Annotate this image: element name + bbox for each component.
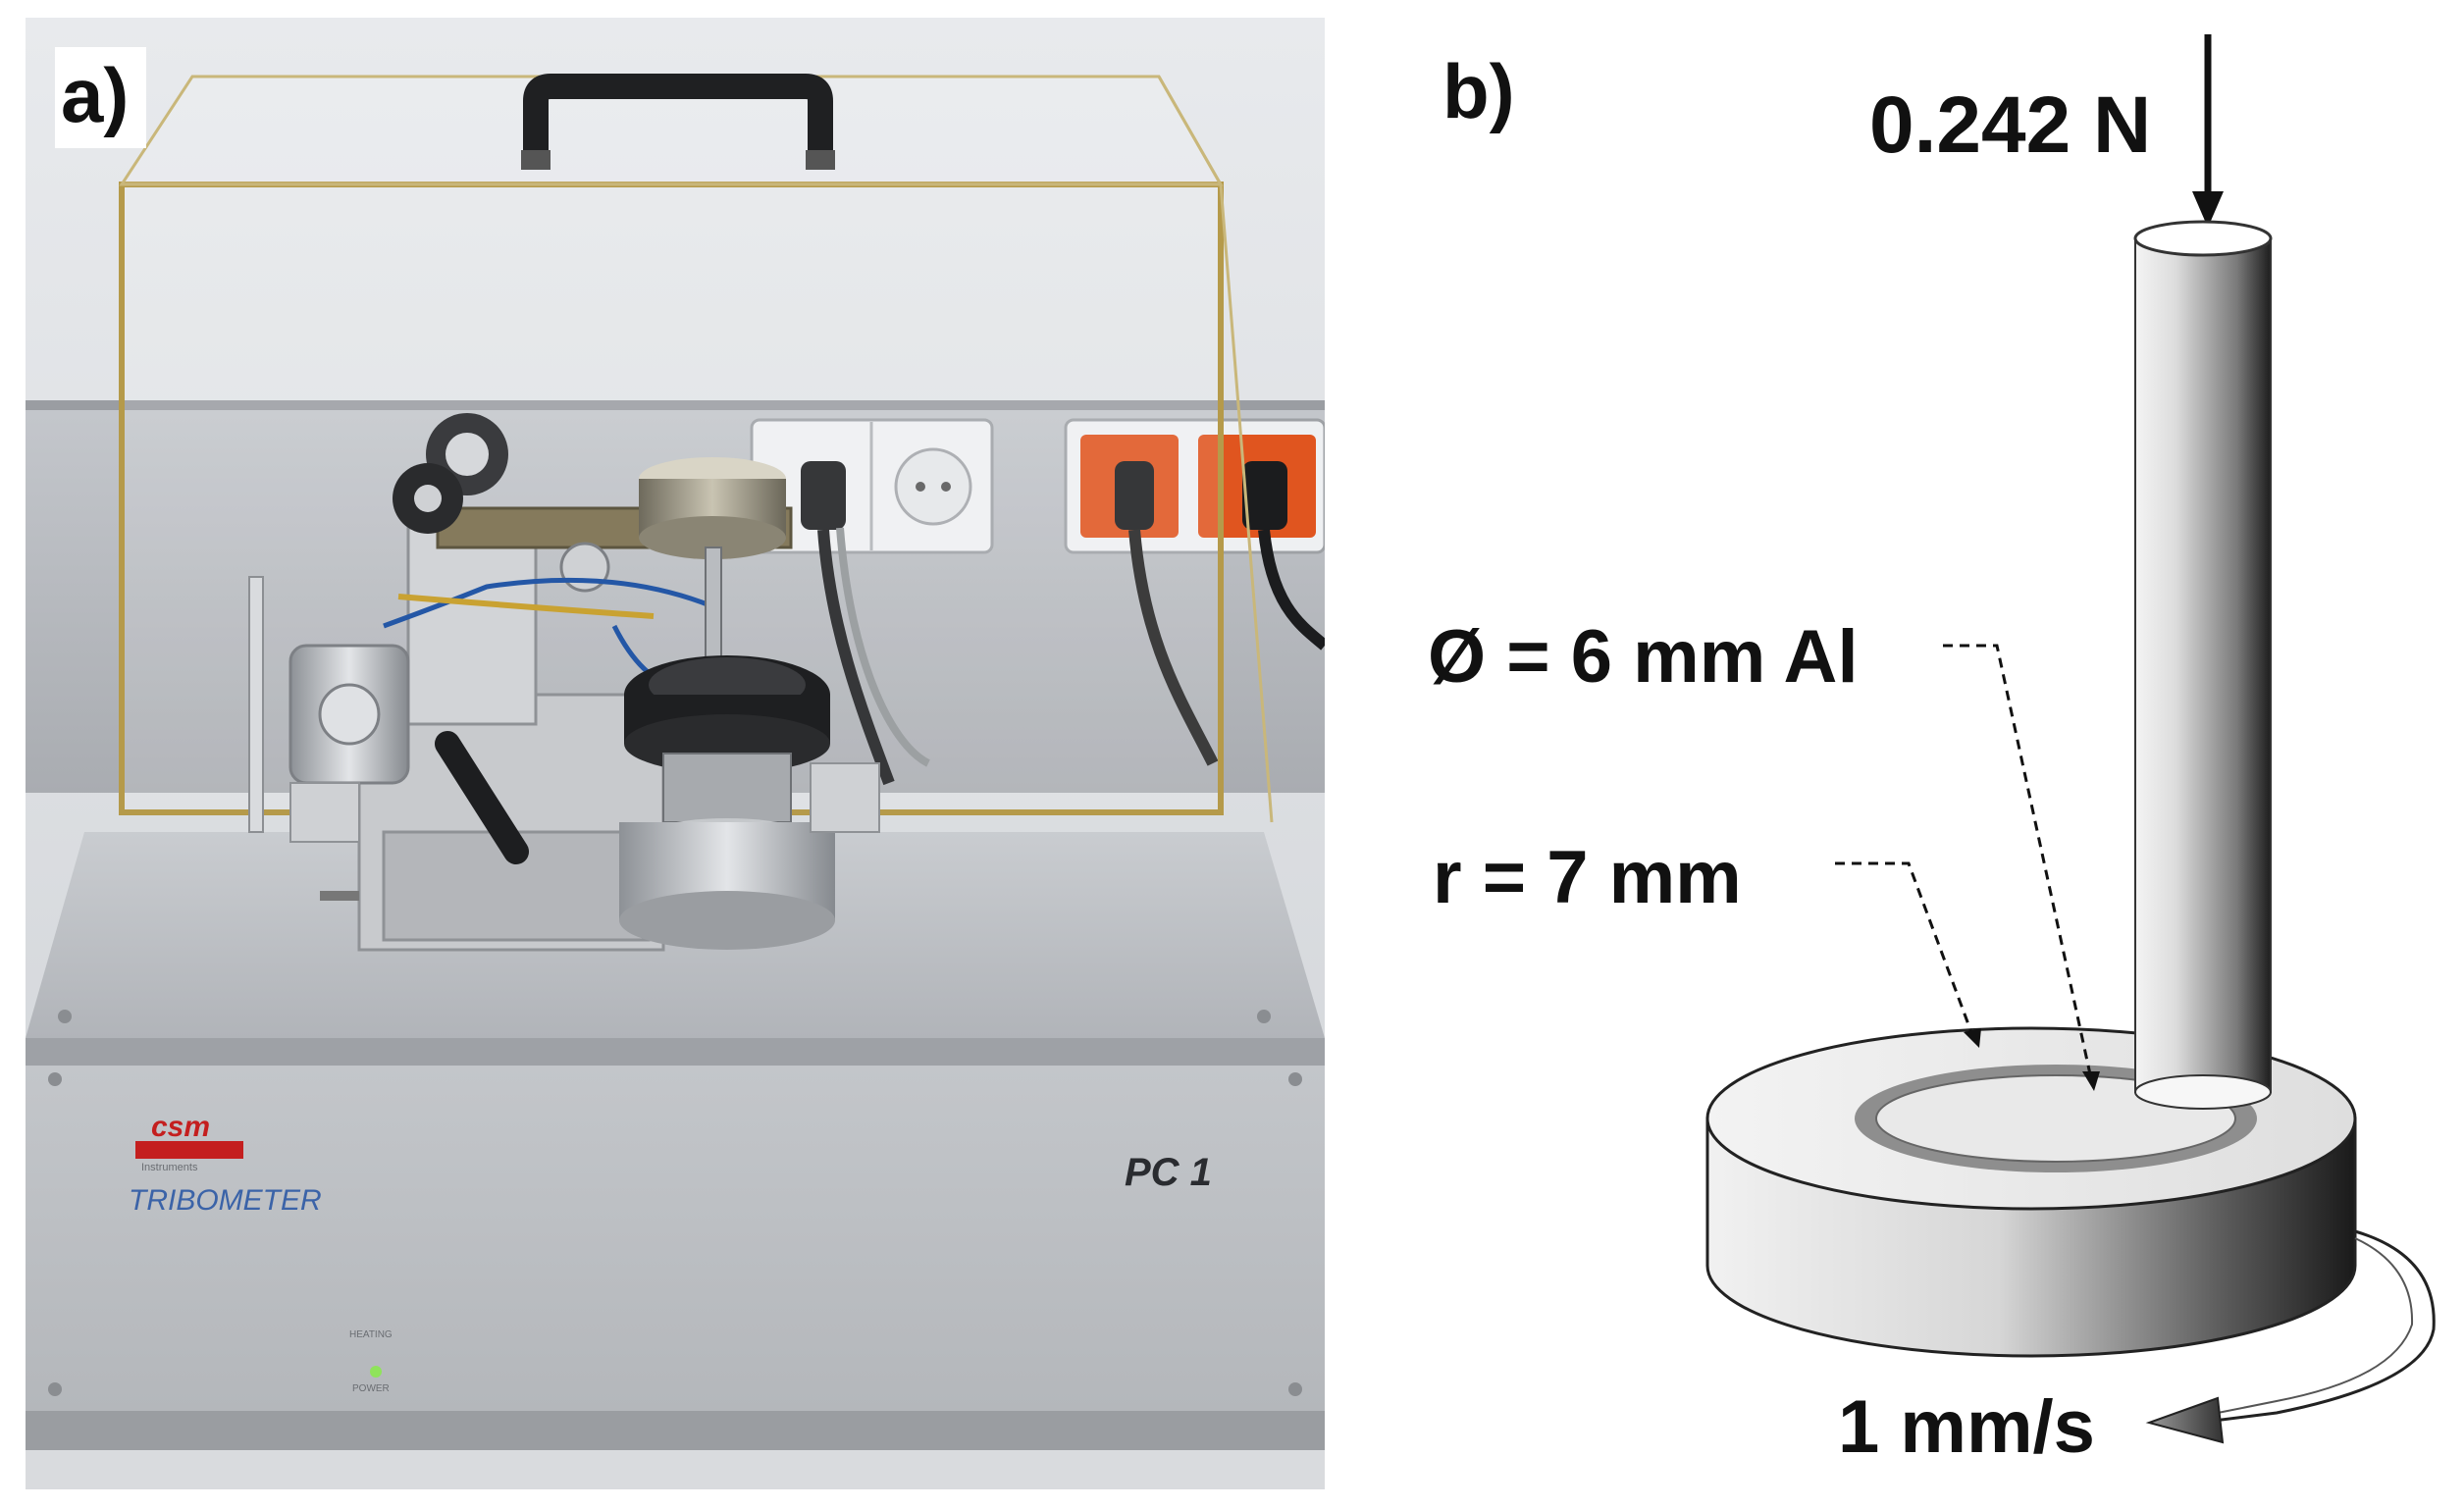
panel-a-label: a) [55, 47, 147, 148]
test-mechanism [248, 413, 880, 952]
rotation-arrow [2145, 1229, 2436, 1444]
load-arrow [2192, 34, 2224, 228]
tribometer-photo: csm Instruments TRIBOMETER PC 1 HEATING … [26, 18, 1325, 1489]
pin-diameter-label: Ø = 6 mm Al [1428, 615, 1859, 699]
csm-logo: csm Instruments [135, 1111, 243, 1173]
panel-b-label: b) [1442, 48, 1515, 134]
led-power-label: POWER [352, 1383, 390, 1394]
sliding-speed-label: 1 mm/s [1838, 1385, 2095, 1469]
pin-leader-line [1943, 644, 2092, 1075]
brand-subtitle: Instruments [141, 1162, 198, 1173]
load-label: 0.242 N [1869, 80, 2151, 170]
machine-tag: PC 1 [1125, 1151, 1212, 1194]
wall-outlets [750, 418, 1325, 786]
product-name: TRIBOMETER [129, 1184, 322, 1217]
power-led [370, 1366, 382, 1378]
pin [2133, 220, 2273, 1110]
track-radius-label: r = 7 mm [1433, 836, 1742, 919]
led-heating-label: HEATING [349, 1329, 393, 1340]
brand-name: csm [151, 1111, 210, 1143]
pin-on-disc-schematic: 0.242 N Ø = 6 mm Al r = 7 mm 1 mm/s [1428, 34, 2436, 1469]
radius-leader-line [1835, 861, 1974, 1036]
